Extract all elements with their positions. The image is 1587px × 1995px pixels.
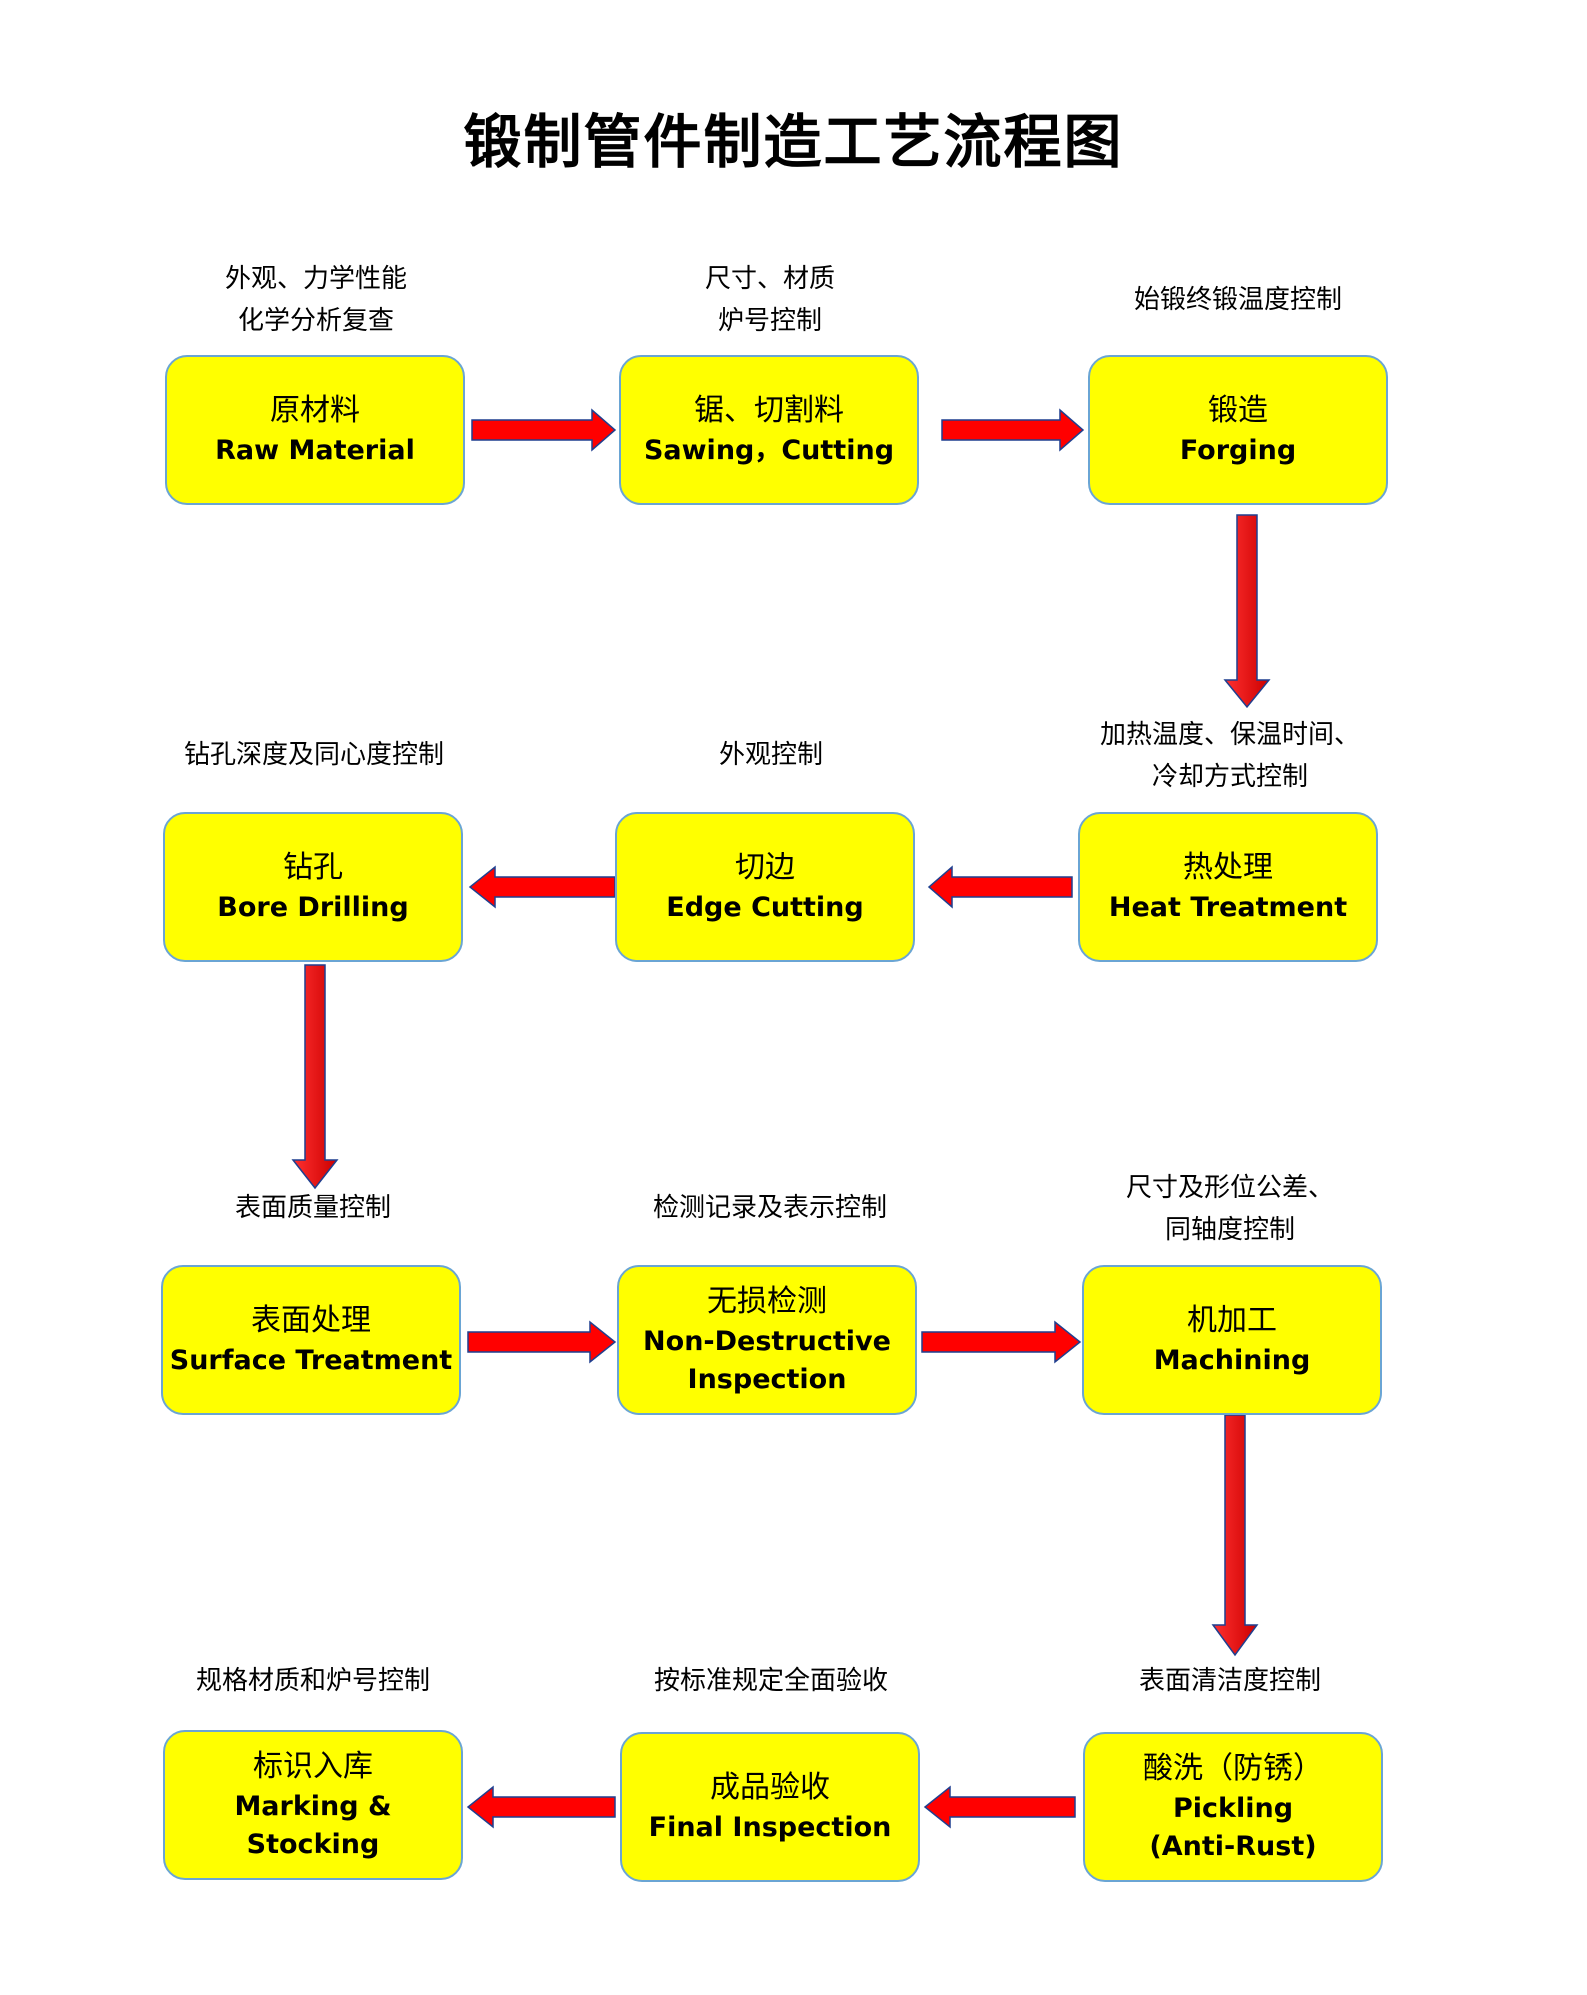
arrow-right <box>471 408 617 452</box>
page-title: 锻制管件制造工艺流程图 <box>463 108 1124 176</box>
step-box-heat-treatment: 热处理 Heat Treatment <box>1078 812 1378 962</box>
step-note-pickling: 表面清洁度控制 <box>1138 1666 1321 1696</box>
step-title-cn: 钻孔 <box>283 850 343 885</box>
step-title-cn: 原材料 <box>270 393 360 428</box>
step-box-machining: 机加工 Machining <box>1082 1265 1382 1415</box>
step-box-sawing: 锯、切割料 Sawing，Cutting <box>619 355 919 505</box>
step-title-cn: 无损检测 <box>707 1284 827 1319</box>
step-note-machining: 尺寸及形位公差、 同轴度控制 <box>1125 1173 1334 1245</box>
step-title-en: Inspection <box>687 1364 847 1395</box>
step-title-en: Stocking <box>246 1829 380 1860</box>
step-note-bore-drilling: 钻孔深度及同心度控制 <box>183 740 444 770</box>
step-title-en: Non-Destructive <box>643 1326 891 1357</box>
step-title-cn: 热处理 <box>1183 850 1273 885</box>
step-box-raw-material: 原材料 Raw Material <box>165 355 465 505</box>
arrow-right <box>921 1320 1082 1364</box>
step-title-cn: 切边 <box>735 850 795 885</box>
step-title-cn: 锯、切割料 <box>694 393 844 428</box>
step-title-en: Final Inspection <box>648 1812 892 1843</box>
step-title-en: Bore Drilling <box>217 892 409 923</box>
step-note-forging: 始锻终锻温度控制 <box>1133 285 1342 315</box>
step-title-cn: 表面处理 <box>251 1303 371 1338</box>
step-note-sawing: 尺寸、材质 炉号控制 <box>704 264 835 336</box>
step-title-en: Edge Cutting <box>666 892 864 923</box>
step-title-cn: 酸洗（防锈） <box>1143 1751 1323 1786</box>
step-note-final-inspection: 按标准规定全面验收 <box>653 1666 888 1696</box>
step-title-cn: 成品验收 <box>710 1770 830 1805</box>
step-box-forging: 锻造 Forging <box>1088 355 1388 505</box>
step-title-cn: 标识入库 <box>253 1749 373 1784</box>
step-title-en: Sawing，Cutting <box>643 435 895 466</box>
step-title-en: Heat Treatment <box>1108 892 1348 923</box>
arrow-right <box>467 1320 617 1364</box>
step-box-final-inspection: 成品验收 Final Inspection <box>620 1732 920 1882</box>
step-box-bore-drilling: 钻孔 Bore Drilling <box>163 812 463 962</box>
arrow-left <box>466 1785 616 1829</box>
step-title-en: Marking & <box>234 1791 392 1822</box>
arrow-down <box>291 964 339 1190</box>
step-note-surface-treatment: 表面质量控制 <box>234 1193 391 1223</box>
arrow-down <box>1223 514 1271 709</box>
arrow-left <box>927 865 1073 909</box>
arrow-left <box>923 1785 1076 1829</box>
step-box-pickling: 酸洗（防锈） Pickling (Anti-Rust) <box>1083 1732 1383 1882</box>
step-box-marking: 标识入库 Marking & Stocking <box>163 1730 463 1880</box>
step-title-cn: 机加工 <box>1187 1303 1277 1338</box>
step-box-surface-treatment: 表面处理 Surface Treatment <box>161 1265 461 1415</box>
arrow-left <box>468 865 616 909</box>
step-title-en: Forging <box>1179 435 1297 466</box>
step-box-ndt: 无损检测 Non-Destructive Inspection <box>617 1265 917 1415</box>
step-note-heat-treatment: 加热温度、保温时间、 冷却方式控制 <box>1099 720 1360 792</box>
step-title-cn: 锻造 <box>1208 393 1268 428</box>
step-note-ndt: 检测记录及表示控制 <box>652 1193 887 1223</box>
arrow-down <box>1211 1414 1259 1657</box>
step-title-en: Raw Material <box>215 435 415 466</box>
arrow-right <box>941 408 1085 452</box>
step-title-en: Surface Treatment <box>169 1345 453 1376</box>
step-title-en: (Anti-Rust) <box>1149 1831 1317 1862</box>
step-title-en: Pickling <box>1172 1793 1294 1824</box>
step-note-marking: 规格材质和炉号控制 <box>195 1666 430 1696</box>
step-title-en: Machining <box>1153 1345 1311 1376</box>
step-box-edge-cutting: 切边 Edge Cutting <box>615 812 915 962</box>
step-note-edge-cutting: 外观控制 <box>718 740 823 770</box>
step-note-raw-material: 外观、力学性能 化学分析复查 <box>224 264 407 336</box>
